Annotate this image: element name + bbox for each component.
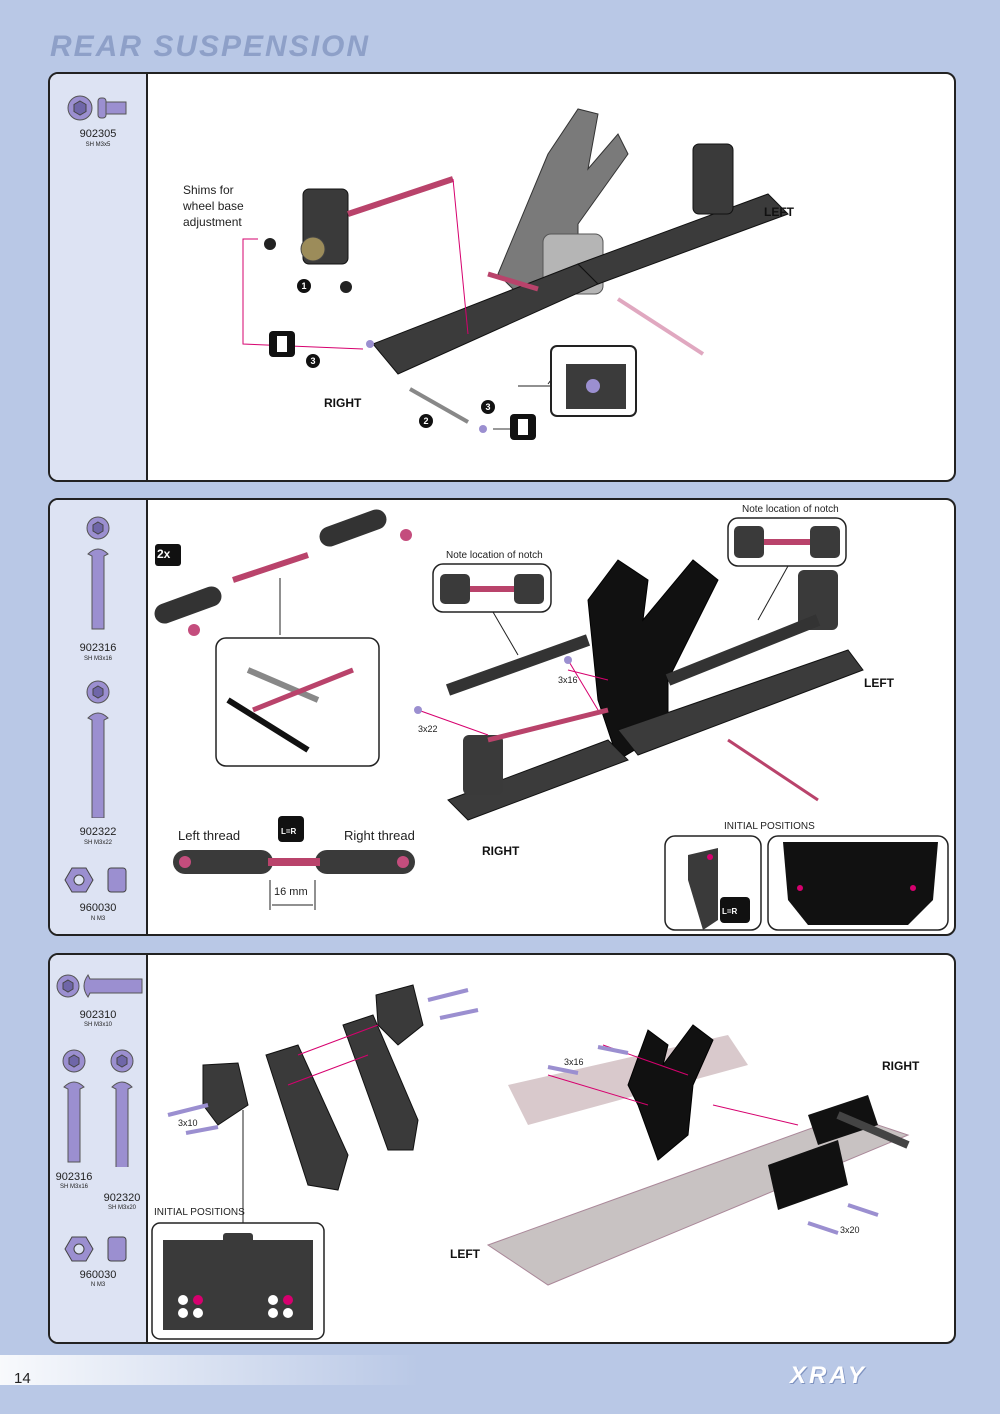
page-title: REAR SUSPENSION	[50, 30, 371, 63]
part-code: 960030	[79, 1269, 117, 1281]
screw-icon	[86, 680, 110, 818]
part-code: 902320	[103, 1192, 141, 1204]
screw-icon	[56, 974, 143, 998]
step1-panel: 902305 SH M3x5	[48, 72, 956, 482]
screw-icon	[86, 516, 110, 630]
screw-size-label: 3x22	[418, 724, 438, 734]
step2-panel: 902316 SH M3x16 902322 SH M3x22 960030 N…	[48, 498, 956, 936]
step3-drawing: 3x10 3x16 3x20 RIGHT LEFT INITIAL POSITI…	[148, 955, 954, 1342]
part-desc: SH M3x16	[59, 1184, 88, 1190]
screw-icon	[62, 1049, 134, 1167]
step-marker: 1	[297, 279, 311, 293]
right-thread-label: Right thread	[344, 828, 415, 843]
step1-drawing: Shims for wheel base adjustment LEFT RIG…	[148, 74, 954, 480]
screw-size-label: 3x16	[564, 1057, 584, 1067]
camber-link-assembly-illustration	[154, 509, 949, 931]
initial-positions-label: INITIAL POSITIONS	[154, 1207, 245, 1218]
lr-badge: L=R	[722, 907, 738, 916]
step-marker: 2	[419, 414, 433, 428]
step1-parts-column: 902305 SH M3x5	[50, 74, 148, 480]
right-label: RIGHT	[882, 1059, 920, 1073]
step3-parts-column: 902310 SH M3x10 902316 SH M3x16 902320 S…	[50, 955, 148, 1342]
notch-note: Note location of notch	[446, 550, 543, 561]
step-marker: 3	[481, 400, 495, 414]
screw-size-label: 3x10	[178, 1118, 198, 1128]
part-desc: SH M3x16	[83, 656, 112, 662]
part-desc: SH M3x20	[107, 1205, 136, 1211]
initial-positions-label: INITIAL POSITIONS	[724, 821, 815, 832]
screw-size-label: 3x20	[840, 1225, 860, 1235]
step2-drawing: 2x Note location of notch Note location …	[148, 500, 954, 934]
part-desc: SH M3x10	[83, 1022, 112, 1028]
part-code: 902316	[79, 642, 117, 654]
part-desc: N M3	[90, 916, 106, 922]
lr-badge: L=R	[281, 827, 297, 836]
right-label: RIGHT	[324, 396, 362, 410]
notch-note: Note location of notch	[742, 504, 839, 515]
part-desc: N M3	[90, 1282, 106, 1288]
part-desc: SH M3x22	[83, 840, 112, 846]
left-label: LEFT	[864, 676, 894, 690]
screw-icon	[67, 95, 127, 121]
nut-icon	[64, 867, 127, 893]
multiplier-badge: 2x	[157, 547, 171, 561]
left-thread-label: Left thread	[178, 828, 241, 843]
left-label: LEFT	[450, 1247, 480, 1261]
shim-note: Shims for wheel base adjustment	[183, 183, 244, 229]
part-code: 960030	[79, 902, 117, 914]
screw-size-label: 3x16	[558, 675, 578, 685]
step3-panel: 902310 SH M3x10 902316 SH M3x16 902320 S…	[48, 953, 956, 1344]
footer-glare	[0, 1355, 420, 1385]
shock-tower-mount-illustration	[151, 984, 910, 1340]
part-code: 902310	[79, 1009, 117, 1021]
right-label: RIGHT	[482, 844, 520, 858]
brand-logo: XRAY	[790, 1362, 867, 1389]
nut-icon	[64, 1236, 127, 1262]
part-code: 902305	[79, 128, 117, 140]
left-label: LEFT	[764, 205, 794, 219]
part-code: 902322	[79, 826, 117, 838]
step2-parts-column: 902316 SH M3x16 902322 SH M3x22 960030 N…	[50, 500, 148, 934]
rear-suspension-assembly-illustration	[242, 108, 789, 440]
part-code: 902316	[55, 1171, 93, 1183]
part-desc: SH M3x5	[85, 142, 111, 148]
length-measure: 16 mm	[274, 886, 308, 898]
step-marker: 3	[306, 354, 320, 368]
page-number: 14	[14, 1370, 31, 1387]
